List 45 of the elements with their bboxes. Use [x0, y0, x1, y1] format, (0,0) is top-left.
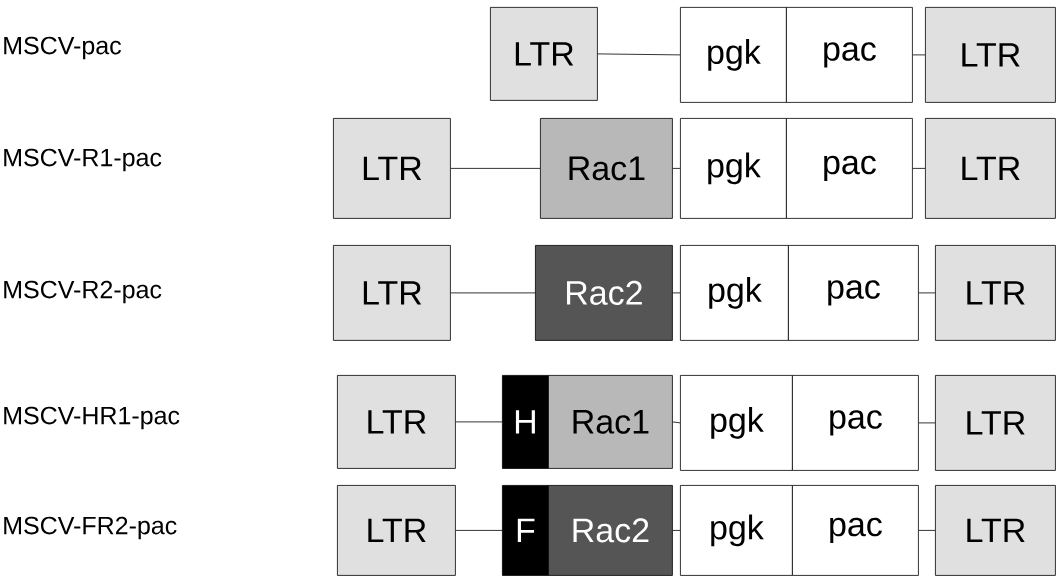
construct-name: MSCV-HR1-pac [4, 406, 180, 430]
ltr-box: LTR [935, 245, 1056, 341]
gene-box: Rac1 [548, 375, 673, 469]
connector-line [672, 168, 681, 169]
ltr-box: LTR [490, 7, 598, 101]
ltr-box: LTR [337, 375, 456, 469]
segment-box: pgk [680, 118, 787, 219]
connector-line [918, 422, 936, 424]
gene-box: Rac2 [548, 485, 673, 576]
segment-box: pac [786, 118, 913, 219]
segment-box: pac [786, 7, 913, 103]
connector-line [450, 168, 541, 169]
tag-box: F [502, 485, 549, 576]
ltr-box: LTR [333, 245, 451, 341]
connector-line [597, 53, 681, 56]
segment-box: pgk [680, 485, 793, 576]
connector-line [912, 168, 926, 169]
ltr-box: LTR [935, 375, 1056, 471]
ltr-box: LTR [935, 485, 1056, 576]
construct-name: MSCV-R1-pac [4, 148, 162, 172]
segment-box: pgk [680, 375, 793, 471]
tag-box: H [502, 375, 549, 469]
connector-line [672, 530, 681, 531]
gene-box: Rac2 [535, 245, 673, 341]
connector-line [672, 292, 681, 294]
construct-name: MSCV-FR2-pac [4, 516, 177, 540]
ltr-box: LTR [333, 118, 451, 219]
segment-box: pgk [680, 7, 787, 103]
ltr-box: LTR [337, 485, 456, 576]
segment-box: pac [792, 375, 919, 471]
connector-line [455, 530, 503, 531]
gene-box: Rac1 [540, 118, 673, 219]
connector-line [912, 54, 926, 56]
construct-name: MSCV-R2-pac [4, 280, 162, 304]
connector-line [455, 421, 503, 423]
connector-line [450, 292, 536, 294]
ltr-box: LTR [925, 118, 1056, 219]
connector-line [672, 421, 681, 424]
ltr-box: LTR [925, 7, 1056, 103]
connector-line [918, 530, 936, 531]
connector-line [918, 292, 936, 294]
construct-name: MSCV-pac [4, 36, 121, 60]
segment-box: pgk [680, 245, 789, 341]
segment-box: pac [792, 485, 919, 576]
segment-box: pac [788, 245, 919, 341]
